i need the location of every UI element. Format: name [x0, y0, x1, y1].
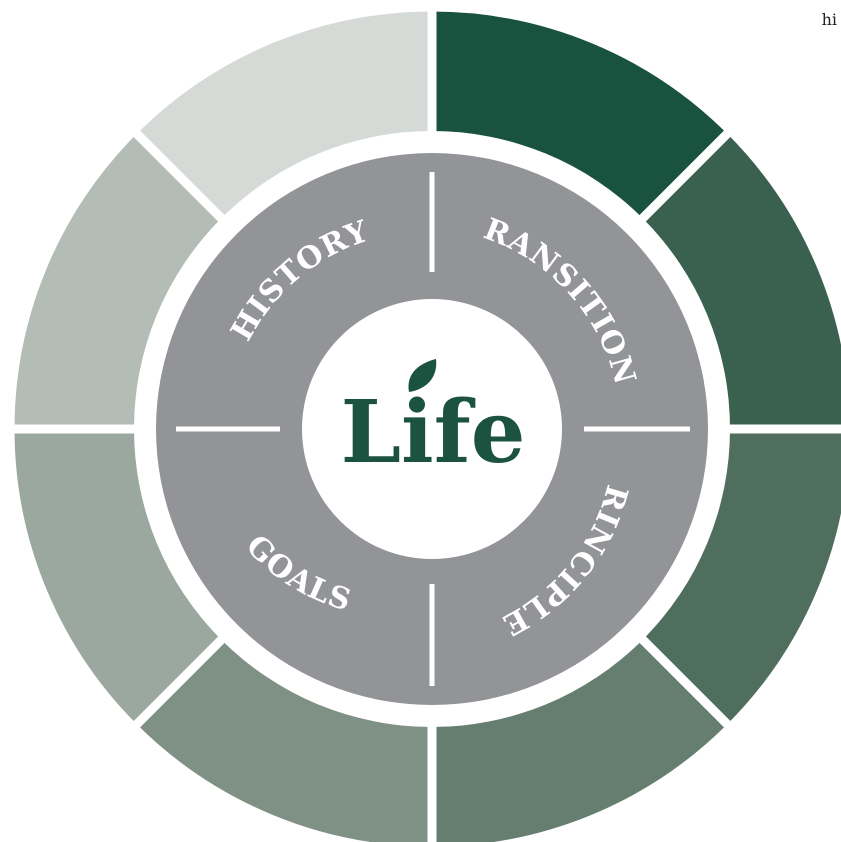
inner-ring-dividers	[176, 172, 690, 686]
logo-text: Life	[341, 382, 526, 483]
leaf-icon	[408, 359, 437, 392]
life-logo: Life	[341, 359, 526, 483]
center-circle	[302, 299, 562, 559]
corner-text: hi	[821, 10, 837, 29]
